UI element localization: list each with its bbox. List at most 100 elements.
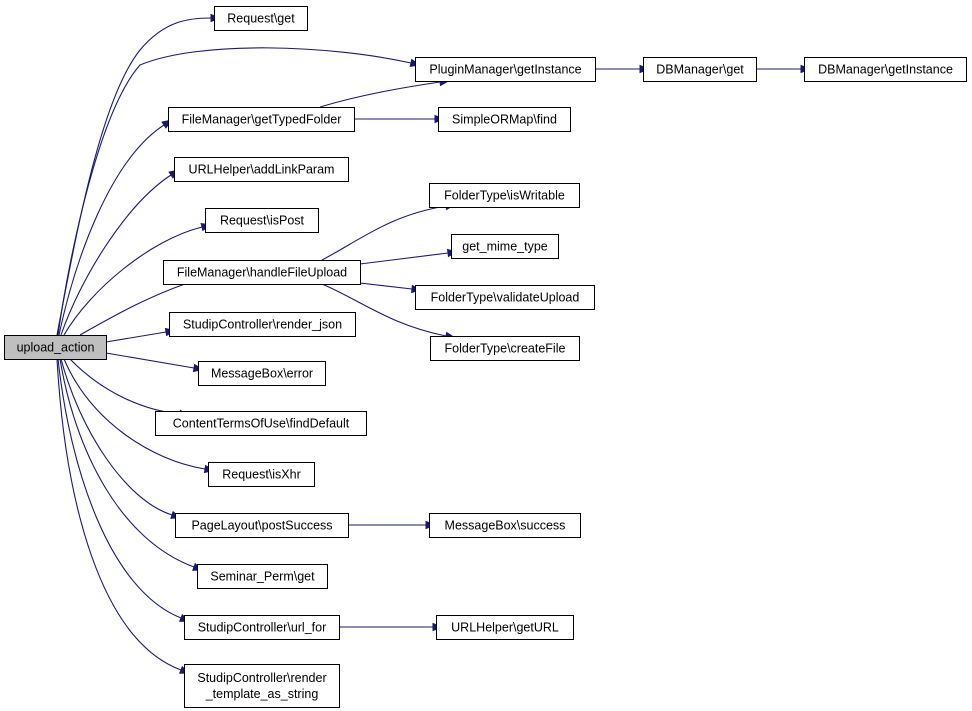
node-foldertype_validateupload[interactable]: FolderType\validateUpload xyxy=(415,285,595,310)
node-label: MessageBox\error xyxy=(211,367,313,381)
edge-upload_action-to-plugin_getinstance xyxy=(57,47,422,336)
node-db_getinstance[interactable]: DBManager\getInstance xyxy=(804,57,967,82)
node-label: URLHelper\getURL xyxy=(451,621,559,635)
node-request_get[interactable]: Request\get xyxy=(214,6,308,31)
node-seminar_perm_get[interactable]: Seminar_Perm\get xyxy=(197,564,328,589)
edge-plugin_getinstance-to-db_get xyxy=(595,64,651,74)
node-studip_url_for[interactable]: StudipController\url_for xyxy=(184,615,340,640)
node-messagebox_success[interactable]: MessageBox\success xyxy=(429,513,581,538)
node-box[interactable] xyxy=(429,513,581,538)
node-label: PageLayout\postSuccess xyxy=(191,519,332,533)
node-box[interactable] xyxy=(214,6,308,31)
node-box[interactable] xyxy=(804,57,967,82)
node-fm_gettypedfolder[interactable]: FileManager\getTypedFolder xyxy=(168,107,355,132)
edge-line xyxy=(60,358,173,516)
edge-line xyxy=(56,17,212,336)
edge-line xyxy=(321,205,447,261)
node-label: FileManager\handleFileUpload xyxy=(177,266,347,280)
edge-line xyxy=(79,280,195,336)
node-box[interactable] xyxy=(184,615,340,640)
node-label: StudipController\url_for xyxy=(198,621,327,635)
edge-fm_handlefileupload-to-foldertype_iswritable xyxy=(321,201,457,261)
edge-line xyxy=(105,352,195,369)
node-box[interactable] xyxy=(168,107,355,132)
node-pagelayout_postsuccess[interactable]: PageLayout\postSuccess xyxy=(175,513,349,538)
edge-line xyxy=(359,252,449,265)
node-box[interactable] xyxy=(197,564,328,589)
edge-line xyxy=(56,358,182,671)
node-plugin_getinstance[interactable]: PluginManager\getInstance xyxy=(415,57,596,82)
edge-line xyxy=(57,358,182,619)
nodes-layer: upload_action Request\getPluginManager\ge… xyxy=(4,6,967,708)
edge-upload_action-to-messagebox_error xyxy=(105,352,205,373)
node-label: StudipController\render xyxy=(197,671,326,685)
node-foldertype_iswritable[interactable]: FolderType\isWritable xyxy=(429,183,580,208)
node-studip_render_template[interactable]: StudipController\render_template_as_stri… xyxy=(184,664,340,708)
node-get_mime_type[interactable]: get_mime_type xyxy=(451,234,559,259)
edge-line xyxy=(69,358,181,415)
edge-line xyxy=(63,358,206,470)
edge-line xyxy=(63,226,203,336)
edge-fm_gettypedfolder-to-simpleormap_find xyxy=(354,114,446,124)
node-box[interactable] xyxy=(643,57,757,82)
node-label: MessageBox\success xyxy=(445,519,566,533)
node-studip_render_json[interactable]: StudipController\render_json xyxy=(169,312,356,337)
edge-db_get-to-db_getinstance xyxy=(756,64,812,74)
edge-line xyxy=(321,283,447,337)
node-box[interactable] xyxy=(430,336,580,361)
node-box[interactable] xyxy=(208,462,315,487)
node-request_isxhr[interactable]: Request\isXhr xyxy=(208,462,315,487)
node-label: PluginManager\getInstance xyxy=(429,63,581,77)
node-urlhelper_geturl[interactable]: URLHelper\getURL xyxy=(436,615,574,640)
node-box[interactable] xyxy=(163,260,361,285)
node-fm_handlefileupload[interactable]: FileManager\handleFileUpload xyxy=(163,260,361,285)
node-label: FileManager\getTypedFolder xyxy=(182,113,342,127)
node-box[interactable] xyxy=(184,664,340,708)
edge-line xyxy=(59,358,195,568)
node-request_ispost[interactable]: Request\isPost xyxy=(205,208,319,233)
node-box[interactable] xyxy=(436,615,574,640)
node-label: ContentTermsOfUse\findDefault xyxy=(173,417,350,431)
node-box[interactable] xyxy=(429,183,580,208)
node-box[interactable] xyxy=(169,312,356,337)
node-label: Request\isPost xyxy=(220,214,305,228)
node-box[interactable] xyxy=(198,361,326,386)
node-urlhelper_addlinkparam[interactable]: URLHelper\addLinkParam xyxy=(174,157,349,182)
node-box[interactable] xyxy=(438,107,571,132)
edge-pagelayout_postsuccess-to-messagebox_success xyxy=(348,520,437,530)
edge-fm_handlefileupload-to-get_mime_type xyxy=(359,248,459,265)
node-box[interactable] xyxy=(174,157,349,182)
node-upload_action[interactable]: upload_action xyxy=(4,335,107,360)
edge-fm_gettypedfolder-to-plugin_getinstance xyxy=(319,77,451,108)
node-box[interactable] xyxy=(155,411,367,436)
node-box[interactable] xyxy=(415,57,596,82)
node-simpleormap_find[interactable]: SimpleORMap\find xyxy=(438,107,571,132)
edge-line xyxy=(105,331,167,343)
node-label: get_mime_type xyxy=(462,240,548,254)
edge-upload_action-to-pagelayout_postsuccess xyxy=(60,358,182,519)
node-box[interactable] xyxy=(175,513,349,538)
node-label: URLHelper\addLinkParam xyxy=(189,163,335,177)
edge-line xyxy=(319,81,441,108)
node-label: DBManager\getInstance xyxy=(818,63,953,77)
node-messagebox_error[interactable]: MessageBox\error xyxy=(198,361,326,386)
edge-line xyxy=(58,124,165,336)
node-label: FolderType\createFile xyxy=(445,342,566,356)
node-label: DBManager\get xyxy=(656,63,744,77)
node-box[interactable] xyxy=(415,285,595,310)
node-box[interactable] xyxy=(451,234,559,259)
node-label: FolderType\isWritable xyxy=(444,189,565,203)
node-contentterms_finddefault[interactable]: ContentTermsOfUse\findDefault xyxy=(155,411,367,436)
edge-line xyxy=(60,174,172,336)
edge-line xyxy=(57,47,412,336)
node-box[interactable] xyxy=(205,208,319,233)
node-box[interactable] xyxy=(4,335,107,360)
node-label: Request\get xyxy=(227,12,295,26)
edge-upload_action-to-fm_gettypedfolder xyxy=(58,119,173,336)
node-foldertype_createfile[interactable]: FolderType\createFile xyxy=(430,336,580,361)
node-db_get[interactable]: DBManager\get xyxy=(643,57,757,82)
node-label: upload_action xyxy=(17,341,95,355)
node-label: StudipController\render_json xyxy=(183,318,342,332)
node-label: Request\isXhr xyxy=(222,468,301,482)
